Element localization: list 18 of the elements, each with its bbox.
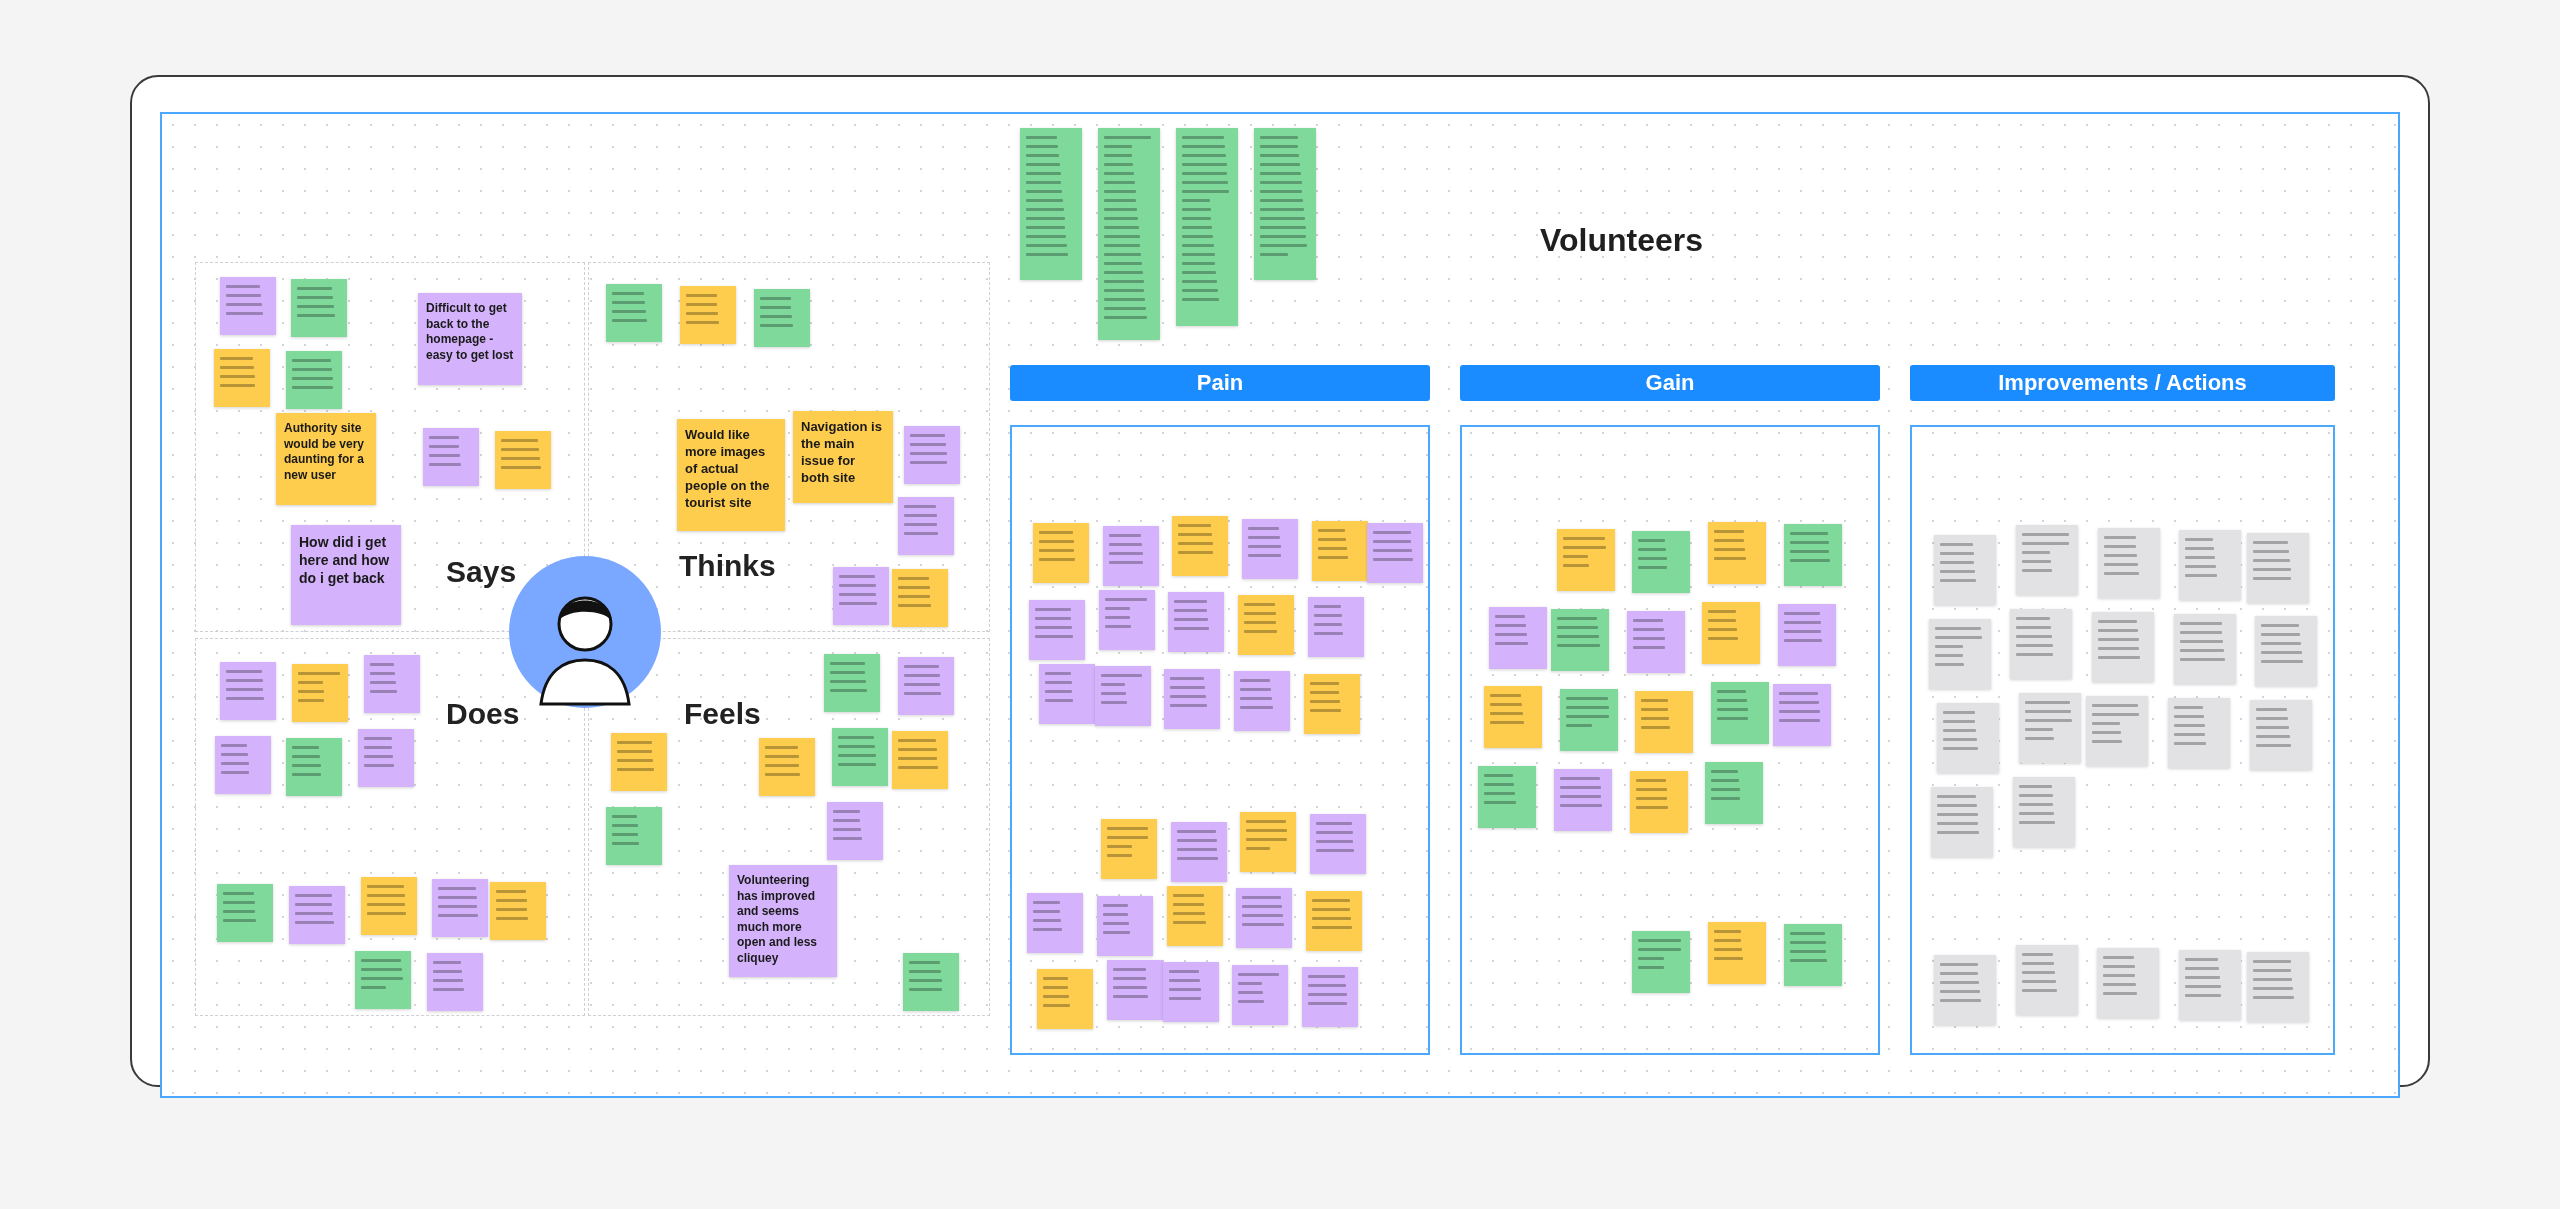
- column-header: Improvements / Actions: [1910, 365, 2335, 401]
- sticky-note: Would like more images of actual people on the tourist site: [677, 419, 785, 531]
- sticky-note: Difficult to get back to the homepage - easy to get lost: [418, 293, 522, 385]
- quadrant-panel: [588, 638, 990, 1016]
- quadrant-heading: Says: [446, 555, 517, 589]
- sticky-note: Navigation is the main issue for both site: [793, 411, 893, 503]
- quadrant-heading: Thinks: [679, 549, 776, 583]
- quadrant-panel: [195, 262, 585, 632]
- sticky-note: Volunteering has improved and seems much more open and less cliquey: [729, 865, 837, 977]
- quadrant-panel: [195, 638, 585, 1016]
- board-title: Volunteers: [1540, 222, 1703, 259]
- sticky-note: Authority site would be very daunting for a new user: [276, 413, 376, 505]
- quadrant-heading: Feels: [684, 697, 761, 731]
- quadrant-panel: [588, 262, 990, 632]
- quadrant-heading: Does: [446, 697, 520, 731]
- sticky-note: How did i get here and how do i get back: [291, 525, 401, 625]
- column-header: Pain: [1010, 365, 1430, 401]
- column-header: Gain: [1460, 365, 1880, 401]
